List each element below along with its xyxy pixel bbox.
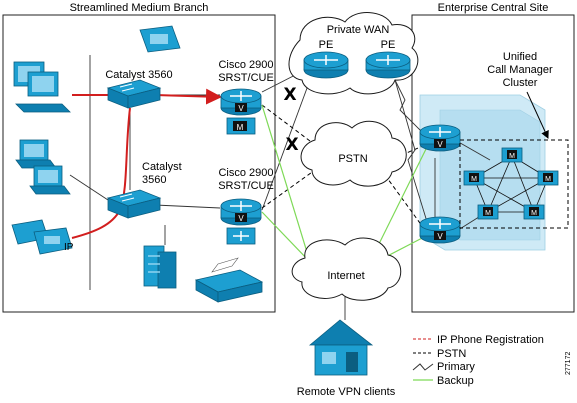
analog-phone-icon [139, 25, 181, 53]
legend-pstn-label: PSTN [437, 348, 466, 360]
svg-text:M: M [531, 210, 537, 217]
connections [69, 55, 491, 320]
backup-line-2 [261, 104, 311, 263]
catalyst-switch-mid-icon [106, 189, 162, 219]
switch-to-router-mid [154, 204, 221, 209]
branch-zone-title: Streamlined Medium Branch [70, 2, 209, 14]
cluster-label-1: Unified [503, 51, 537, 63]
cluster-label-3: Cluster [503, 77, 538, 89]
central-router-bottom-icon: V [419, 216, 461, 244]
svg-text:M: M [545, 176, 551, 183]
pstn-cloud: PSTN [300, 120, 407, 187]
laptop-to-switch-line [69, 174, 109, 201]
pstn-dash-4 [384, 174, 426, 231]
catalyst-switch-top-icon [106, 79, 162, 109]
catalyst-top-label: Catalyst 3560 [105, 69, 172, 81]
pstn-dash-2 [261, 169, 316, 209]
cucm-server-icon-1: M [501, 147, 523, 163]
cluster-label-2: Call Manager [487, 64, 553, 76]
v-tag-mid: V [238, 214, 244, 223]
internet-cloud: Internet [291, 237, 402, 301]
primary-line-2 [394, 79, 429, 226]
pstn-dash-3 [394, 144, 426, 159]
legend-backup-label: Backup [437, 375, 474, 387]
m-tag-top: M [237, 123, 244, 132]
cucm-server-icon-4: M [477, 204, 499, 220]
desktop-pc-icon [13, 61, 71, 113]
central-router-top-icon: V [419, 124, 461, 152]
pe-right-label: PE [381, 39, 396, 51]
router-top-label-1: Cisco 2900 [218, 59, 273, 71]
central-zone-title: Enterprise Central Site [438, 2, 549, 14]
ip-phone-tag: IP [64, 242, 74, 253]
cluster-link-1 [454, 139, 491, 161]
cluster-pointer-arrow [526, 91, 549, 139]
v-tag-central-bottom: V [437, 232, 443, 241]
catalyst-mid-label-2: 3560 [142, 174, 166, 186]
figure-id: 277172 [565, 352, 572, 375]
svg-text:M: M [509, 153, 515, 160]
cucm-server-icon-3: M [537, 170, 559, 186]
branch-router-top-icon: V M [220, 88, 262, 135]
fax-printer-icon [194, 257, 264, 303]
vpn-label: Remote VPN clients [297, 386, 396, 398]
pstn-dash-1 [261, 104, 323, 151]
call-manager-cluster: M M M M M [459, 139, 569, 229]
catalyst-mid-label-1: Catalyst [142, 161, 182, 173]
router-mid-to-pe-line [261, 79, 311, 211]
router-mid-label-1: Cisco 2900 [218, 167, 273, 179]
failure-x-mark-2: X [285, 135, 298, 155]
cucm-server-icon-2: M [463, 170, 485, 186]
backup-line-1 [261, 211, 311, 263]
laptop-icon [15, 139, 71, 195]
pe-router-right-icon [365, 51, 411, 79]
branch-router-mid-icon: V [220, 198, 262, 245]
server-icon [143, 245, 177, 289]
legend-primary-swatch [412, 363, 434, 371]
svg-text:M: M [471, 176, 477, 183]
svg-text:M: M [485, 210, 491, 217]
router-top-label-2: SRST/CUE [218, 72, 274, 84]
pe-router-left-icon [303, 51, 349, 79]
failure-x-mark-1: X [283, 85, 296, 105]
v-tag-central-top: V [437, 140, 443, 149]
internet-label: Internet [327, 270, 364, 282]
legend: IP Phone Registration PSTN Primary Backu… [412, 334, 544, 387]
ip-registration-line-2 [154, 88, 222, 105]
legend-ip-phone-label: IP Phone Registration [437, 334, 544, 346]
remote-house-icon [308, 319, 374, 376]
legend-primary-label: Primary [437, 361, 475, 373]
cucm-server-icon-5: M [523, 204, 545, 220]
pe-left-label: PE [319, 39, 334, 51]
ip-phone-icon: IP [11, 219, 74, 255]
pstn-label: PSTN [338, 153, 367, 165]
v-tag-top: V [238, 104, 244, 113]
private-wan-label: Private WAN [327, 24, 390, 36]
router-mid-label-2: SRST/CUE [218, 180, 274, 192]
